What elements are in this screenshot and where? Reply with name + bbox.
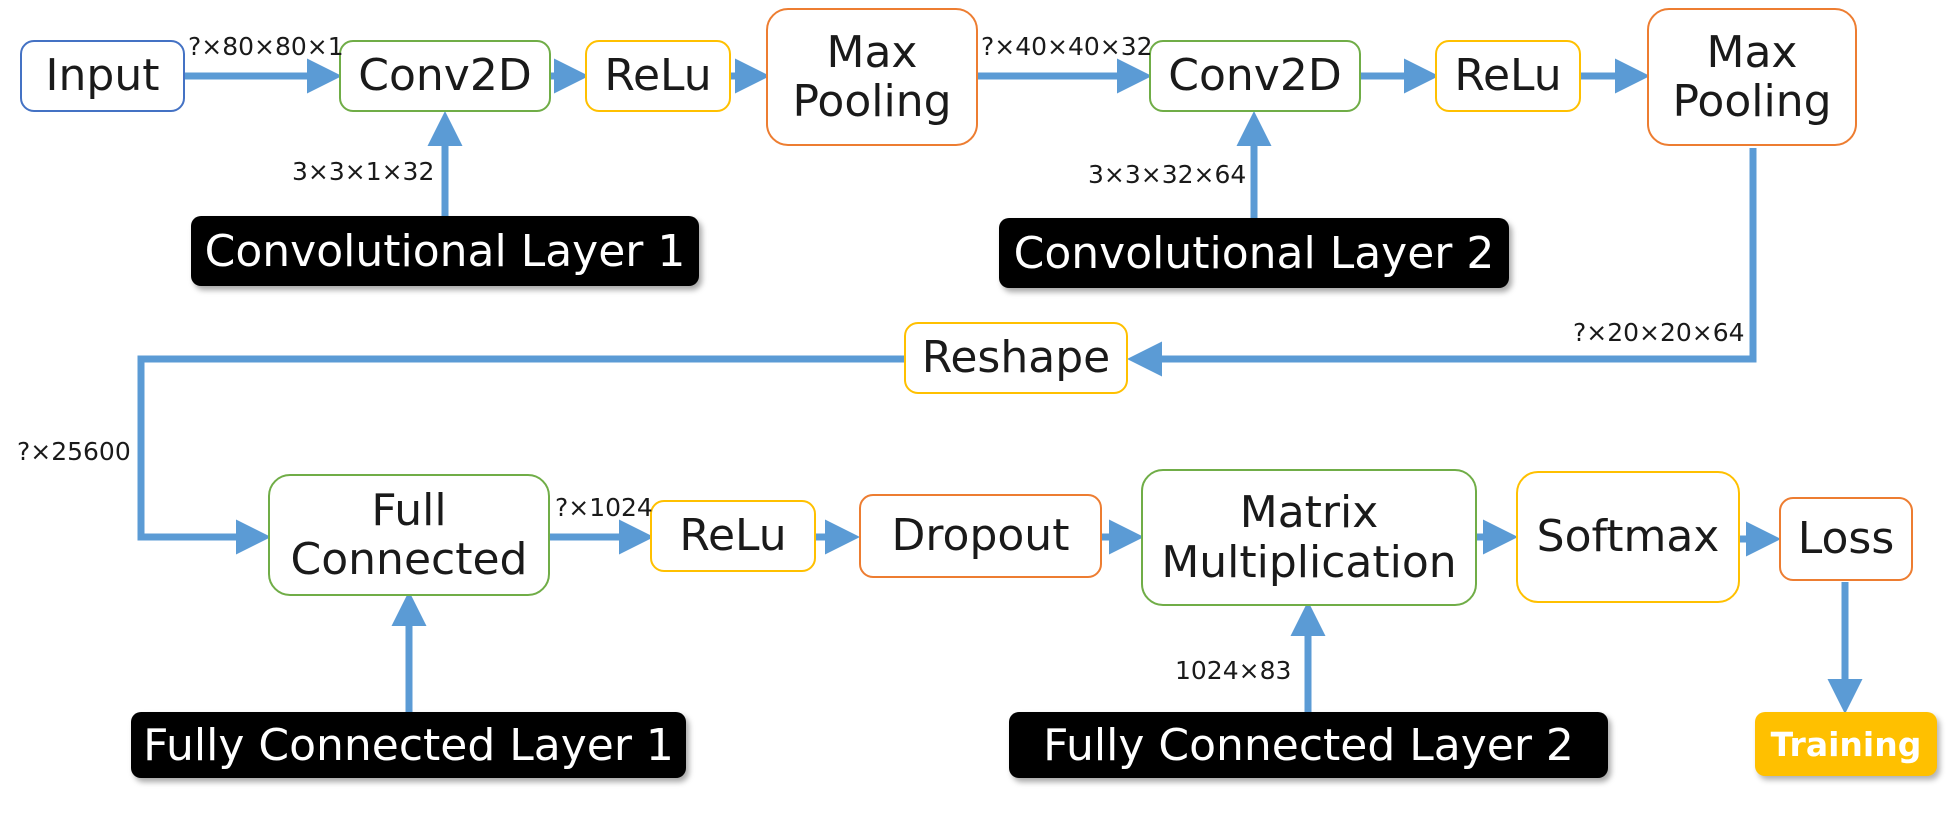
reshape-node: Reshape <box>904 322 1128 394</box>
label-conv1-weights: 3×3×1×32 <box>292 157 435 186</box>
relu-node-3: ReLu <box>650 500 816 572</box>
full-connected-node: Full Connected <box>268 474 550 596</box>
maxpool-node-1: Max Pooling <box>766 8 978 146</box>
label-reshape-out: ?×25600 <box>17 437 131 466</box>
label-pool2-out: ?×20×20×64 <box>1573 318 1745 347</box>
conv-layer-1-box: Convolutional Layer 1 <box>191 216 699 286</box>
label-input-shape: ?×80×80×1 <box>188 32 344 61</box>
conv2d-node-2: Conv2D <box>1149 40 1361 112</box>
arrow-reshape-fc <box>137 355 904 555</box>
label-fc1-out: ?×1024 <box>555 493 653 522</box>
training-box: Training <box>1755 712 1937 776</box>
arrow-maxpool-reshape <box>1127 148 1757 377</box>
label-pool1-out: ?×40×40×32 <box>981 32 1153 61</box>
conv-layer-2-box: Convolutional Layer 2 <box>999 218 1509 288</box>
fc-layer-1-box: Fully Connected Layer 1 <box>131 712 686 778</box>
label-conv2-weights: 3×3×32×64 <box>1088 160 1247 189</box>
fc-layer-2-box: Fully Connected Layer 2 <box>1009 712 1608 778</box>
dropout-node: Dropout <box>859 494 1102 578</box>
label-fc2-weights: 1024×83 <box>1175 656 1292 685</box>
maxpool-node-2: Max Pooling <box>1647 8 1857 146</box>
loss-node: Loss <box>1779 497 1913 581</box>
input-node: Input <box>20 40 185 112</box>
softmax-node: Softmax <box>1516 471 1740 603</box>
conv2d-node-1: Conv2D <box>339 40 551 112</box>
relu-node-1: ReLu <box>585 40 731 112</box>
relu-node-2: ReLu <box>1435 40 1581 112</box>
matrix-multiplication-node: Matrix Multiplication <box>1141 469 1477 606</box>
